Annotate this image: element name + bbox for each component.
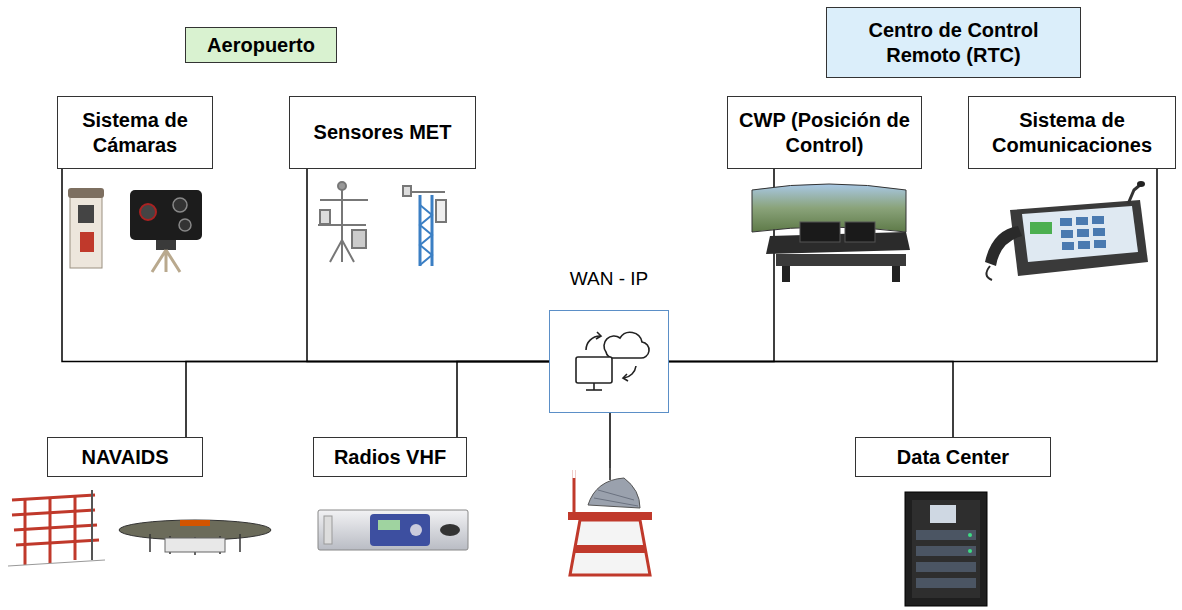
comms-panel-picture: [985, 181, 1148, 280]
system-box: NAVAIDS: [47, 437, 203, 477]
network-link: [307, 169, 549, 362]
network-box: WAN - IP: [549, 310, 669, 413]
group-label: Centro de Control Remoto (RTC): [826, 7, 1081, 78]
box-label: Sensores MET: [314, 120, 452, 145]
vhf-radio-picture: [318, 510, 468, 550]
group-label: Aeropuerto: [185, 27, 337, 63]
network-link: [669, 362, 953, 438]
camera-system-picture: [68, 188, 202, 272]
box-label: CWP (Posición de Control): [736, 108, 913, 158]
box-label: Data Center: [897, 445, 1009, 470]
box-label: Radios VHF: [334, 445, 446, 470]
control-position-picture: [752, 184, 910, 282]
box-label: Aeropuerto: [207, 33, 315, 58]
network-link: [186, 362, 549, 438]
network-label: WAN - IP: [530, 267, 688, 291]
network-link: [457, 362, 549, 438]
server-rack-picture: [905, 492, 987, 606]
radar-link: [609, 413, 611, 468]
system-box: Sistema de Cámaras: [57, 96, 213, 169]
box-label: Centro de Control Remoto (RTC): [835, 18, 1072, 68]
box-label: NAVAIDS: [81, 445, 168, 470]
radar-picture: [568, 468, 652, 575]
system-box: Sistema de Comunicaciones: [968, 96, 1176, 169]
network-link: [669, 169, 1157, 362]
navaids-picture: [8, 490, 271, 566]
met-sensors-picture: [318, 182, 446, 266]
system-box: Sensores MET: [289, 96, 476, 169]
box-label: Sistema de Cámaras: [66, 108, 204, 158]
network-link: [62, 169, 549, 362]
box-label: Sistema de Comunicaciones: [977, 108, 1167, 158]
system-box: Data Center: [855, 437, 1051, 477]
wan-icon: [576, 332, 649, 390]
system-box: CWP (Posición de Control): [727, 96, 922, 169]
system-box: Radios VHF: [313, 437, 467, 477]
